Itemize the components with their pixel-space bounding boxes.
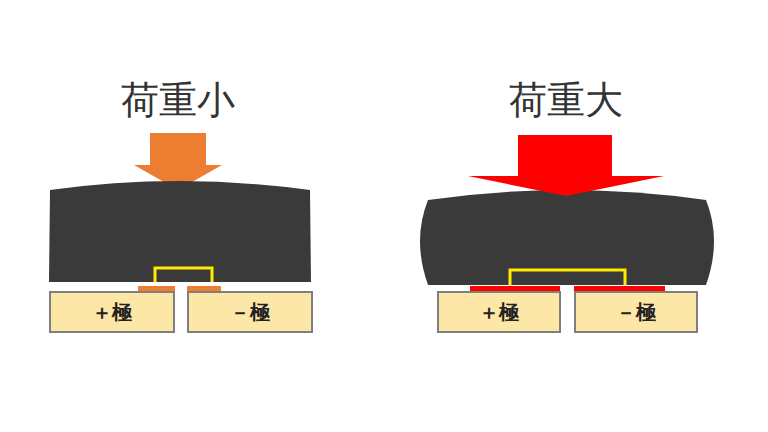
small-load-figure	[49, 133, 311, 291]
conductive-bridge	[510, 270, 625, 285]
load-title: 荷重小	[121, 80, 235, 122]
rubber-block	[420, 190, 714, 285]
load-arrow	[468, 135, 664, 196]
electrode-box: －極	[187, 291, 313, 333]
electrode-label: －極	[230, 301, 270, 323]
rubber-block	[49, 181, 311, 282]
electrode-box: ＋極	[49, 291, 175, 333]
large-load-figure	[420, 135, 714, 291]
electrode-box: －極	[574, 291, 698, 333]
electrode-label: －極	[616, 301, 656, 323]
conductive-bridge	[155, 268, 212, 282]
electrode-label: ＋極	[92, 301, 132, 323]
electrode-label: ＋極	[479, 301, 519, 323]
load-title: 荷重大	[509, 80, 623, 122]
electrode-box: ＋極	[437, 291, 561, 333]
